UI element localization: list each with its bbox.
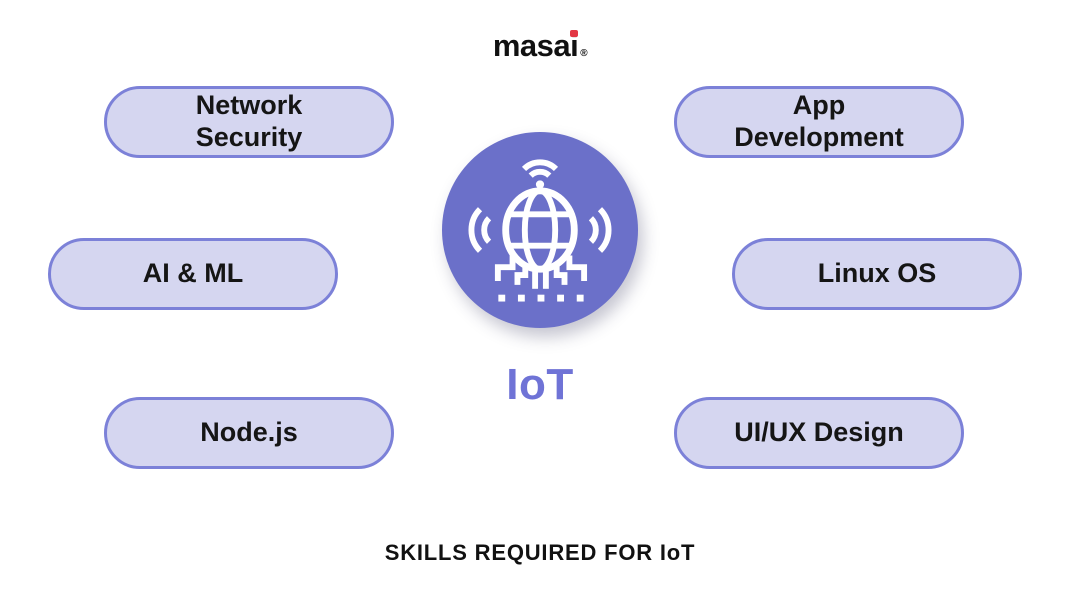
iot-globe-wifi-circuit-icon (468, 159, 612, 302)
logo-letter-i: i (570, 28, 579, 63)
skill-pill-nodejs: Node.js (104, 397, 394, 469)
skill-label: Network Security (195, 90, 303, 152)
registered-mark: ® (580, 48, 588, 59)
skill-pill-ai-ml: AI & ML (48, 238, 338, 310)
iot-title: IoT (506, 360, 574, 409)
skill-label: Node.js (200, 417, 298, 448)
skill-label: AI & ML (142, 258, 244, 289)
skill-label: Linux OS (817, 258, 937, 289)
skill-label: UI/UX Design (734, 417, 904, 448)
skill-pill-app-development: App Development (674, 86, 964, 158)
skill-label: App Development (734, 90, 904, 152)
masai-logo: masai® (0, 28, 1080, 64)
logo-text-prefix: masa (492, 28, 571, 63)
skill-pill-uiux-design: UI/UX Design (674, 397, 964, 469)
logo-red-dot (570, 30, 579, 37)
caption-title: SKILLS REQUIRED FOR IoT (384, 540, 696, 565)
skill-pill-linux-os: Linux OS (732, 238, 1022, 310)
skill-pill-network-security: Network Security (104, 86, 394, 158)
iot-circle-badge (442, 132, 638, 328)
